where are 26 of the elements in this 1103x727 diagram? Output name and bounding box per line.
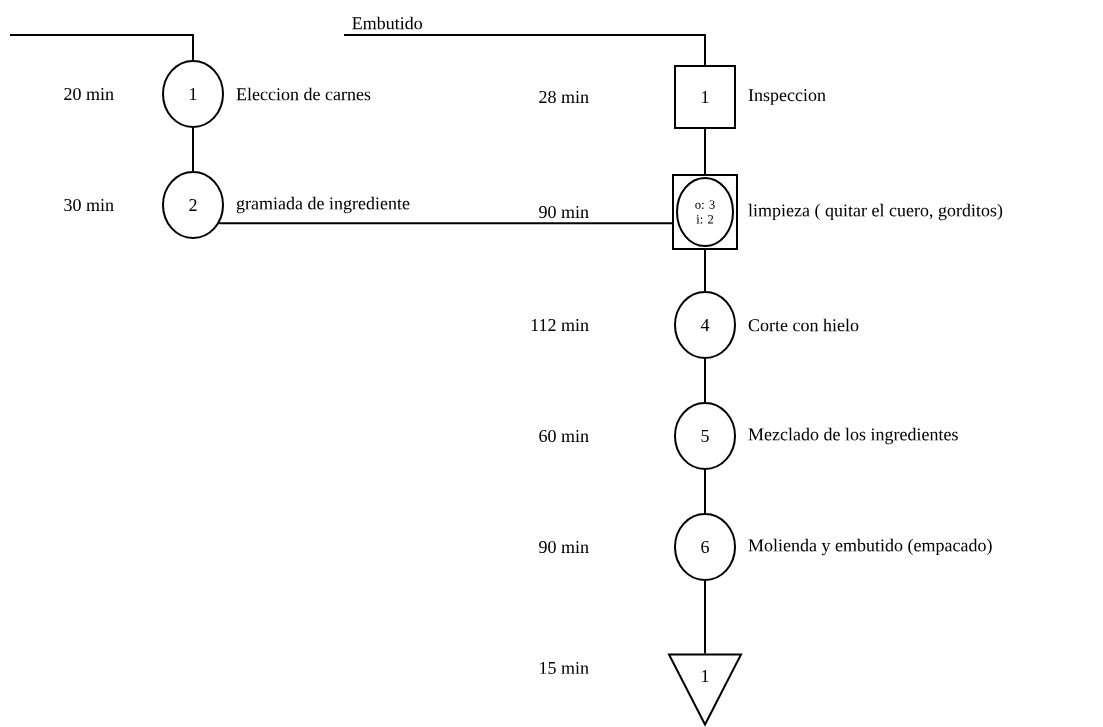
connector-line: [704, 249, 706, 292]
duration-label: 15 min: [540, 661, 589, 675]
connector-line: [704, 469, 706, 514]
duration-label: 90 min: [539, 540, 589, 554]
connector-line: [9, 34, 194, 61]
duration-label: 112 min: [531, 319, 589, 331]
connector-line: [704, 128, 706, 175]
line-label: Embutido: [352, 16, 422, 30]
connector-line: [704, 358, 706, 403]
step-description: Inspeccion: [748, 89, 826, 105]
duration-label: 30 min: [64, 198, 114, 212]
duration-label: 90 min: [539, 205, 589, 219]
step-description: Molienda y embutido (empacado): [748, 538, 992, 556]
connector-line: [343, 34, 706, 66]
step-description: gramiada de ingrediente: [236, 196, 410, 214]
duration-label: 60 min: [539, 429, 589, 443]
connector-line: [704, 580, 706, 655]
step-description: Corte con hielo: [748, 318, 859, 332]
step-description: Mezclado de los ingredientes: [748, 427, 958, 445]
duration-label: 20 min: [64, 87, 114, 101]
inspection-box: 1: [674, 65, 736, 129]
connector-line: [192, 127, 194, 172]
step-description: limpieza ( quitar el cuero, gorditos): [748, 203, 1003, 221]
duration-label: 28 min: [539, 90, 589, 104]
step-description: Eleccion de carnes: [236, 87, 371, 101]
connector-line: [218, 222, 673, 225]
